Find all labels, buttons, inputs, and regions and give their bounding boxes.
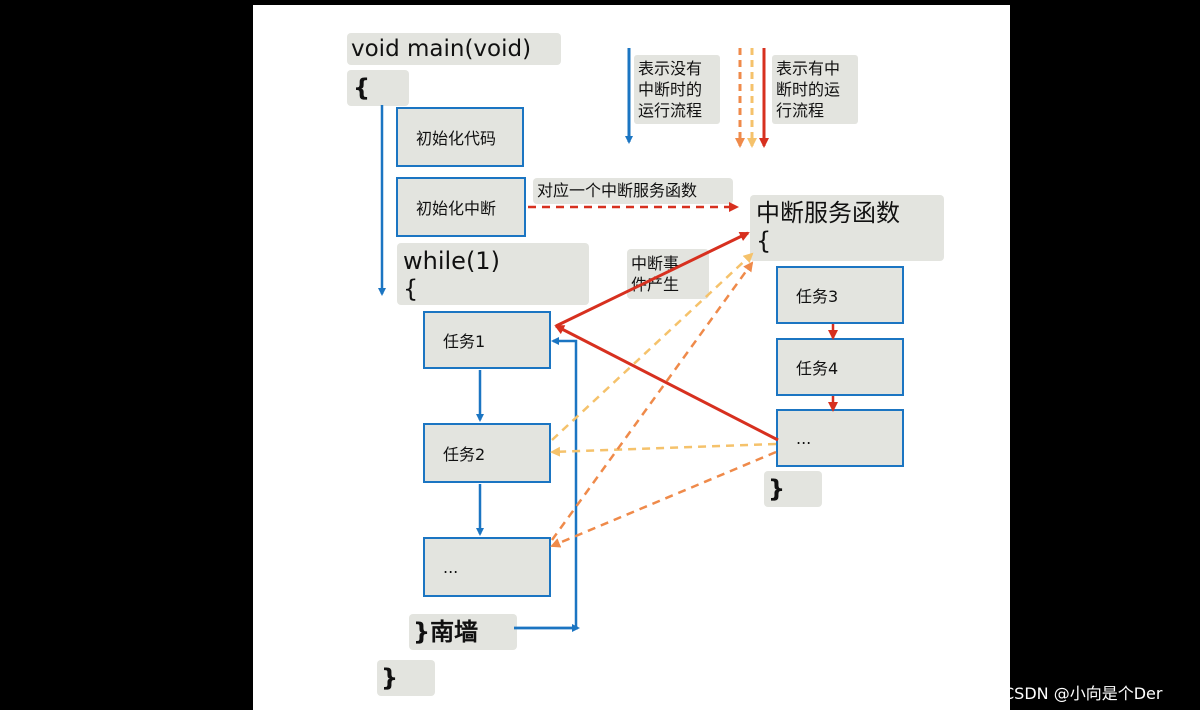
event-line-1: 中断事 xyxy=(631,254,680,273)
main-signature: void main(void) xyxy=(347,33,561,65)
isr-header: 中断服务函数 { xyxy=(750,195,944,261)
task1-box: 任务1 xyxy=(423,311,551,369)
legend-no-interrupt: 表示没有 中断时的 运行流程 xyxy=(634,55,720,124)
init-interrupt-box: 初始化中断 xyxy=(396,177,526,237)
task3-box: 任务3 xyxy=(776,266,904,324)
legend-with-line-1: 表示有中 xyxy=(776,59,841,78)
corresponds-label: 对应一个中断服务函数 xyxy=(533,178,733,204)
legend-no-line-2: 中断时的 xyxy=(638,80,703,99)
task4-box: 任务4 xyxy=(776,338,904,396)
while-block: while(1) { xyxy=(397,243,589,305)
legend-no-line-1: 表示没有 xyxy=(638,59,703,78)
right-ellipsis-box: ... xyxy=(776,409,904,467)
diagram-canvas: void main(void) { 初始化代码 初始化中断 while(1) {… xyxy=(253,5,1010,710)
legend-no-line-3: 运行流程 xyxy=(638,101,703,120)
isr-close-brace: } xyxy=(764,471,822,507)
init-code-box: 初始化代码 xyxy=(396,107,524,167)
csdn-watermark: CSDN @小向是个Der xyxy=(1003,684,1163,703)
legend-with-line-2: 断时的运 xyxy=(776,80,841,99)
while-line-1: while(1) xyxy=(403,247,500,275)
legend-with-line-3: 行流程 xyxy=(776,101,825,120)
loop-end-brace: }南墙 xyxy=(409,614,517,650)
while-line-2: { xyxy=(403,275,419,303)
top-strip xyxy=(0,0,1200,5)
event-line-2: 件产生 xyxy=(631,275,680,294)
task2-box: 任务2 xyxy=(423,423,551,483)
isr-title: 中断服务函数 xyxy=(756,199,900,227)
main-open-brace: { xyxy=(347,70,409,106)
interrupt-event-label: 中断事 件产生 xyxy=(627,249,709,299)
main-close-brace: } xyxy=(377,660,435,696)
left-ellipsis-box: ... xyxy=(423,537,551,597)
isr-open-brace: { xyxy=(756,227,772,255)
legend-with-interrupt: 表示有中 断时的运 行流程 xyxy=(772,55,858,124)
